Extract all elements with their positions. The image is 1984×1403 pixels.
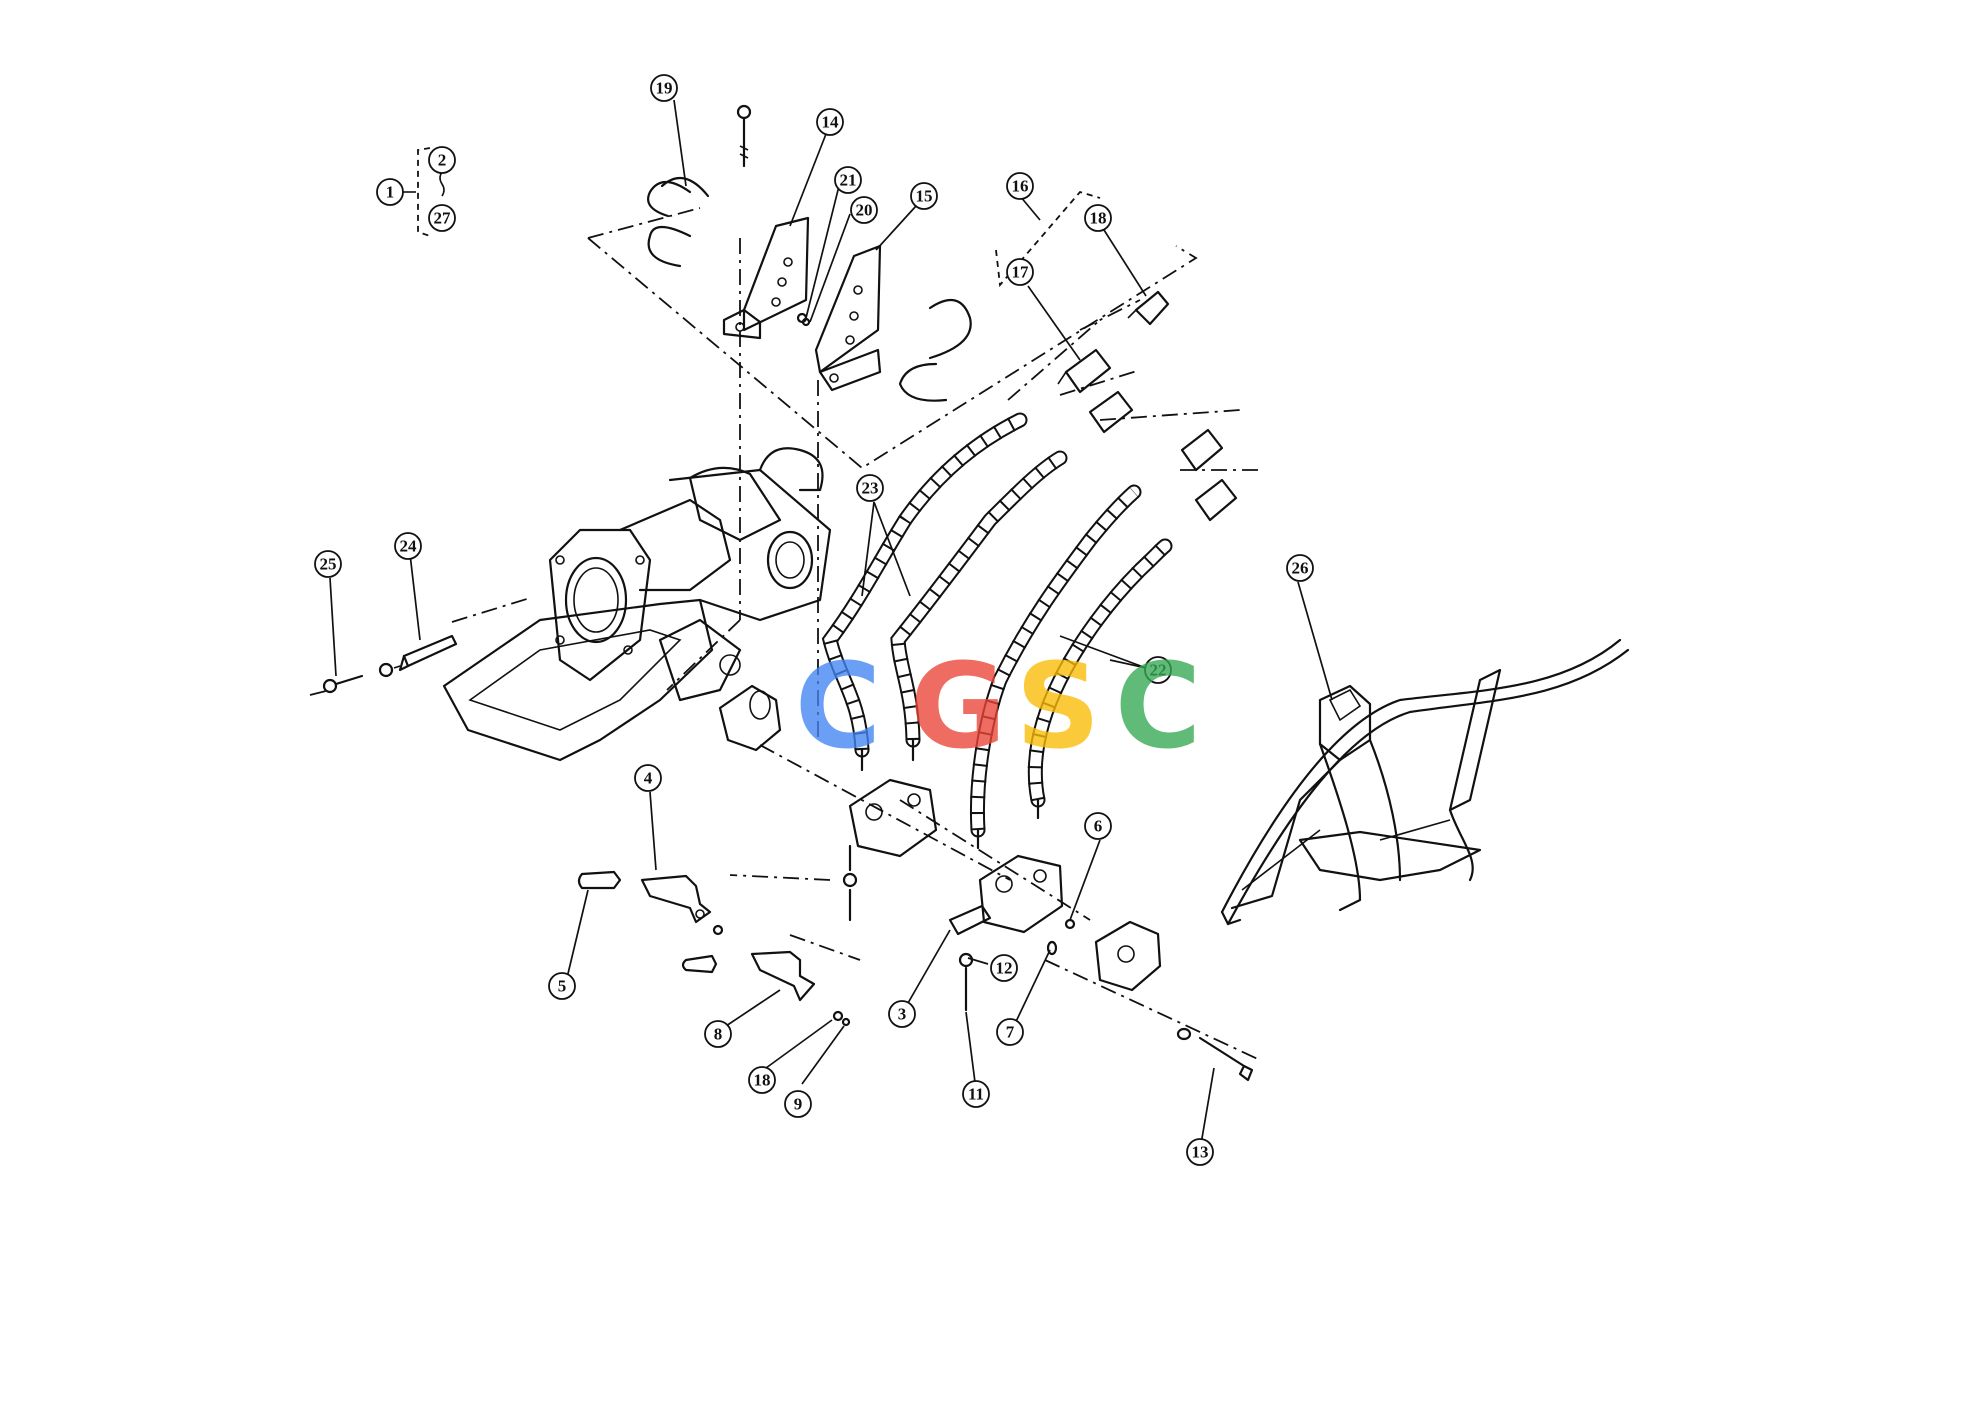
knob-c <box>1194 478 1238 522</box>
svg-text:1: 1 <box>386 183 395 202</box>
watermark-letter: C <box>1115 637 1202 775</box>
svg-text:3: 3 <box>898 1005 907 1024</box>
control-lever-2 <box>890 450 1068 762</box>
svg-text:5: 5 <box>558 977 567 996</box>
callout-17: 17 <box>1006 258 1034 286</box>
svg-text:6: 6 <box>1094 817 1103 836</box>
callout-13: 13 <box>1186 1138 1214 1166</box>
svg-text:13: 13 <box>1192 1143 1209 1162</box>
assembly-guide-lines <box>309 190 1261 1061</box>
mounting-bracket-14 <box>722 216 810 340</box>
callout-12: 12 <box>990 954 1018 982</box>
callout-24: 24 <box>394 532 422 560</box>
callout-15: 15 <box>910 182 938 210</box>
control-lever-4 <box>1027 538 1173 820</box>
washer-7 <box>1046 940 1058 956</box>
watermark-letter: G <box>910 637 1007 775</box>
valve-block-lower <box>948 854 1064 936</box>
svg-text:20: 20 <box>856 201 873 220</box>
callout-20: 20 <box>850 196 878 224</box>
knob-a <box>1088 390 1134 434</box>
knob-b <box>1180 428 1224 472</box>
svg-text:11: 11 <box>968 1085 984 1104</box>
valve-block-upper <box>842 778 938 922</box>
callout-8: 8 <box>704 1020 732 1048</box>
u-clip-right <box>898 298 972 402</box>
small-cylinder <box>718 684 782 752</box>
callout-9: 9 <box>784 1090 812 1118</box>
callout-4: 4 <box>634 764 662 792</box>
svg-text:2: 2 <box>438 151 447 170</box>
svg-text:15: 15 <box>916 187 933 206</box>
callout-5: 5 <box>548 972 576 1000</box>
svg-text:12: 12 <box>996 959 1013 978</box>
callout-11: 11 <box>962 1080 990 1108</box>
mounting-bracket-15 <box>814 244 882 392</box>
washer-6 <box>1064 918 1076 930</box>
svg-text:19: 19 <box>656 79 673 98</box>
leader-lines <box>329 99 1333 1151</box>
watermark-letter: C <box>795 637 882 775</box>
cgsc-watermark: C G S C <box>795 637 1202 775</box>
svg-text:21: 21 <box>840 171 857 190</box>
hydraulic-housing <box>442 447 832 762</box>
grip-5b <box>681 954 718 974</box>
grip-5 <box>577 870 622 890</box>
u-clip-left <box>647 176 710 268</box>
callout-21: 21 <box>834 166 862 194</box>
knob-18 <box>1127 290 1170 326</box>
lever-4 <box>640 874 724 936</box>
pin-24 <box>398 634 458 672</box>
callout-22: 22 <box>1144 656 1172 684</box>
callout-2: 2 <box>428 146 456 174</box>
callout-26: 26 <box>1286 554 1314 582</box>
svg-text:7: 7 <box>1006 1023 1015 1042</box>
callout-7: 7 <box>996 1018 1024 1046</box>
callout-19: 19 <box>650 74 678 102</box>
callout-18-top: 18 <box>1084 204 1112 232</box>
svg-text:27: 27 <box>434 209 452 228</box>
svg-text:18: 18 <box>754 1071 771 1090</box>
callout-14: 14 <box>816 108 844 136</box>
svg-text:9: 9 <box>794 1095 803 1114</box>
svg-text:24: 24 <box>400 537 418 556</box>
lever-8 <box>750 950 851 1027</box>
callout-25: 25 <box>314 550 342 578</box>
svg-text:23: 23 <box>862 479 879 498</box>
long-bolt <box>736 104 752 168</box>
svg-text:16: 16 <box>1012 177 1029 196</box>
bolt-25 <box>322 662 401 694</box>
control-lever-3 <box>970 484 1142 850</box>
svg-text:17: 17 <box>1012 263 1030 282</box>
svg-text:22: 22 <box>1150 661 1167 680</box>
bolt-11 <box>958 952 974 1012</box>
callout-18-bottom: 18 <box>748 1066 776 1094</box>
svg-text:8: 8 <box>714 1025 723 1044</box>
callout-1: 1 <box>376 178 404 206</box>
watermark-letter: S <box>1016 637 1101 775</box>
callout-23: 23 <box>856 474 884 502</box>
svg-text:18: 18 <box>1090 209 1107 228</box>
callout-3: 3 <box>888 1000 916 1028</box>
knob-17 <box>1057 348 1112 394</box>
svg-text:4: 4 <box>644 769 653 788</box>
svg-text:26: 26 <box>1292 559 1309 578</box>
svg-text:25: 25 <box>320 555 337 574</box>
callout-6: 6 <box>1084 812 1112 840</box>
control-lever-1 <box>821 412 1028 772</box>
svg-text:14: 14 <box>822 113 840 132</box>
cover-13 <box>1094 920 1254 1082</box>
callout-16: 16 <box>1006 172 1034 200</box>
fender-26 <box>1220 638 1630 926</box>
callout-27: 27 <box>428 204 456 232</box>
